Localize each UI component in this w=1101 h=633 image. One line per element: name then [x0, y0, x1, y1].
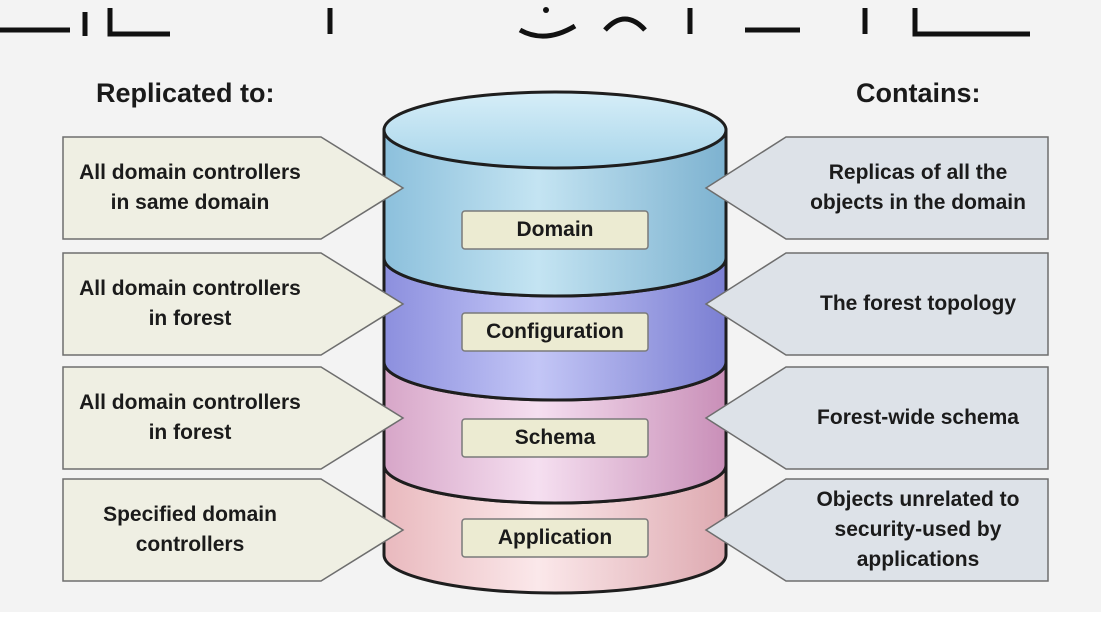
- left-callout-application: [62, 478, 405, 582]
- label-box-domain: [461, 210, 649, 250]
- right-callout-domain: [704, 136, 1049, 240]
- right-callout-application: [704, 478, 1049, 582]
- left-callout-domain: [62, 136, 405, 240]
- contains-domain: Replicas of all the objects in the domai…: [810, 161, 1026, 214]
- label-box-schema: [461, 418, 649, 458]
- contains-heading: Contains:: [856, 78, 981, 108]
- contains-application: Objects unrelated to security-used by ap…: [816, 488, 1020, 571]
- replicated-to-domain: All domain controllers in same domain: [79, 161, 301, 214]
- layer-label-schema: Schema: [514, 426, 596, 449]
- label-box-configuration: [461, 312, 649, 352]
- cropped-text-fragments: [0, 7, 1030, 39]
- replicated-to-schema: All domain controllers in forest: [79, 391, 301, 444]
- layer-label-boxes: [461, 210, 649, 558]
- right-callouts: [704, 136, 1049, 582]
- right-callout-schema: [704, 366, 1049, 470]
- left-callout-configuration: [62, 252, 405, 356]
- layer-label-domain: Domain: [516, 218, 594, 241]
- replicated-to-application: Specified domain controllers: [103, 503, 277, 556]
- bottom-band: [0, 612, 1101, 633]
- replicated-to-configuration: All domain controllers in forest: [79, 277, 301, 330]
- layer-label-application: Application: [497, 526, 613, 549]
- label-box-application: [461, 518, 649, 558]
- right-callout-configuration: [704, 252, 1049, 356]
- layer-label-configuration: Configuration: [486, 320, 624, 343]
- contains-schema: Forest-wide schema: [817, 406, 1019, 429]
- left-callout-schema: [62, 366, 405, 470]
- left-callouts: [62, 136, 405, 582]
- contains-configuration: The forest topology: [820, 292, 1016, 315]
- cylinder-top: [382, 90, 728, 170]
- replicated-to-heading: Replicated to:: [96, 78, 275, 108]
